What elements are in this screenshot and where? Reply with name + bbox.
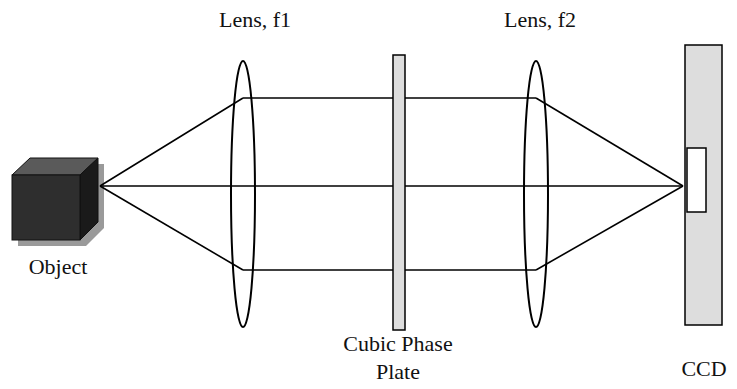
- object-cube: [12, 158, 104, 246]
- ccd-sensor: [685, 45, 722, 325]
- plate-label: Cubic Phase Plate: [323, 330, 473, 386]
- lens-label: Lens, f1: [175, 6, 335, 34]
- lens-f2: [524, 61, 548, 327]
- light-rays: [100, 98, 683, 270]
- lens-label: Lens, f2: [460, 6, 620, 34]
- object-label: Object: [3, 253, 113, 281]
- ccd-chip: [687, 148, 706, 212]
- phase-plate: [393, 55, 405, 330]
- ccd-label: CCD: [674, 355, 734, 383]
- lens-f1: [231, 61, 255, 327]
